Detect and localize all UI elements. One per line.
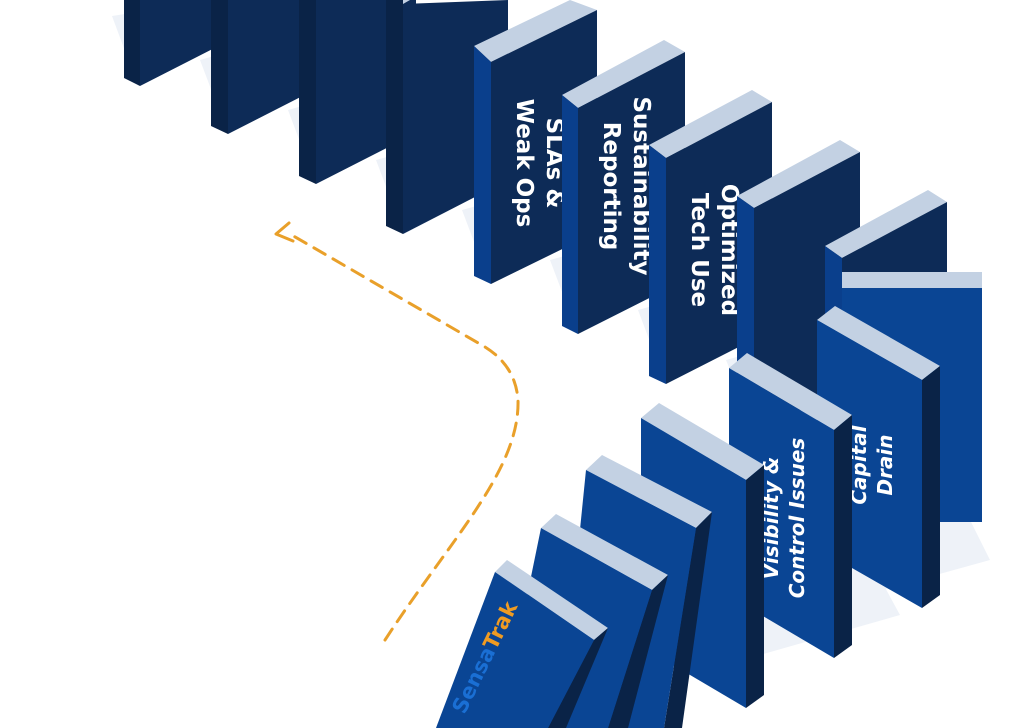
sustainability-label-line2: Reporting <box>598 122 624 251</box>
visibility-label-line2: Control Issues <box>785 438 809 599</box>
dashed-curved-arrow-icon <box>274 221 520 642</box>
capital-label-line2: Drain <box>873 434 897 495</box>
tech-label-line2: Tech Use <box>686 193 712 307</box>
domino-sensatrak: SensaTrak <box>436 560 608 728</box>
sla-label-line2: Weak Ops <box>511 99 537 228</box>
